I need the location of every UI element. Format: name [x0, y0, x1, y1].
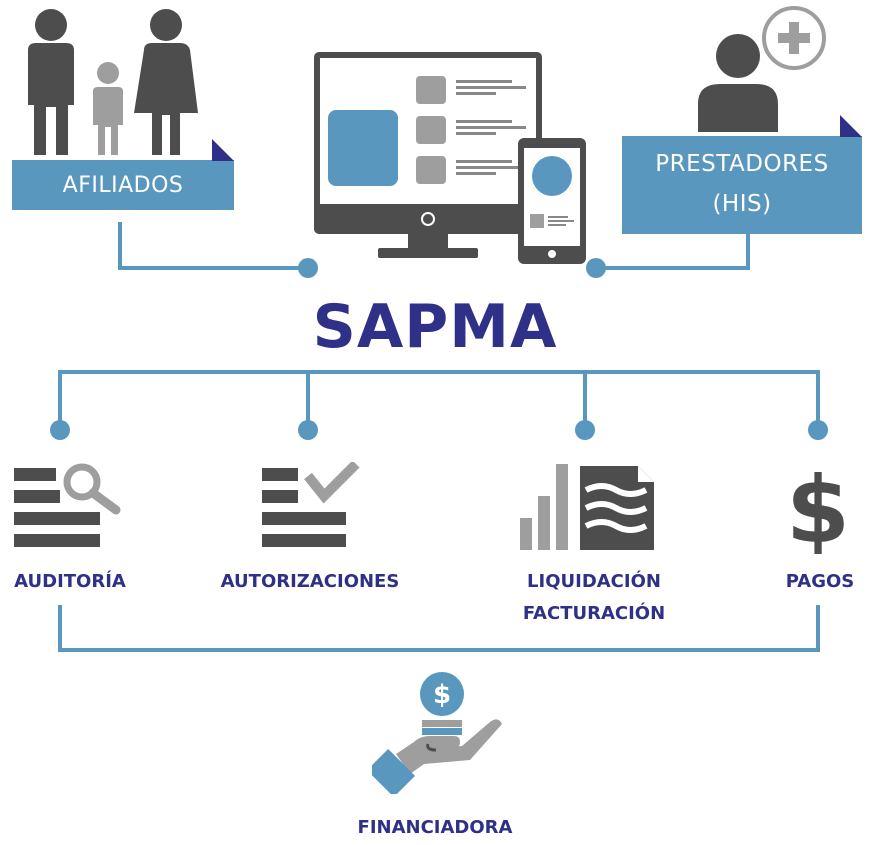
dollar-symbol: $ [786, 464, 850, 554]
pagos-connector-dot [808, 420, 828, 440]
afiliados-connector-dot [298, 258, 318, 278]
afiliados-banner: AFILIADOS [12, 160, 234, 210]
family-icon [28, 9, 198, 155]
auditoria-connector-dot [50, 420, 70, 440]
bar-chart-document-icon [520, 464, 654, 550]
pagos-label: PAGOS [785, 571, 855, 592]
facturacion-label: FACTURACIÓN [522, 603, 666, 624]
output-financiadora: FINANCIADORA [320, 812, 550, 844]
computer-monitor-icon [314, 52, 586, 264]
system-title: SAPMA [312, 292, 558, 362]
autorizaciones-label: AUTORIZACIONES [220, 571, 400, 592]
module-auditoria: AUDITORÍA [0, 566, 140, 598]
liquidacion-label: LIQUIDACIÓN [527, 571, 661, 592]
financiadora-label: FINANCIADORA [357, 817, 513, 838]
hand-coin-icon: $ [372, 672, 502, 794]
dollar-icon: $ [786, 464, 850, 554]
module-autorizaciones: AUTORIZACIONES [200, 566, 420, 598]
prestadores-banner: PRESTADORES (HIS) [622, 136, 862, 234]
audit-search-icon [14, 463, 121, 547]
prestadores-sublabel: (HIS) [712, 191, 772, 217]
liquidacion-connector-dot [575, 420, 595, 440]
afiliados-banner-fold [212, 139, 234, 161]
module-pagos: PAGOS [760, 566, 870, 598]
coin-dollar-symbol: $ [433, 680, 451, 710]
provider-plus-icon [698, 6, 826, 132]
prestadores-banner-fold [840, 115, 862, 137]
afiliados-label: AFILIADOS [62, 173, 184, 198]
auditoria-label: AUDITORÍA [14, 571, 126, 592]
checklist-icon [262, 462, 360, 547]
prestadores-label: PRESTADORES [655, 151, 829, 177]
module-liquidacion: LIQUIDACIÓN FACTURACIÓN [494, 566, 694, 630]
prestadores-connector-dot [586, 258, 606, 278]
autorizaciones-connector-dot [298, 420, 318, 440]
